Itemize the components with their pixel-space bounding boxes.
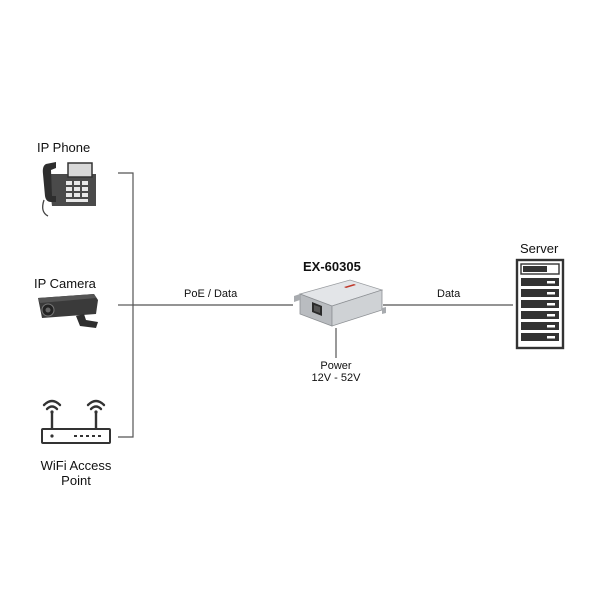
ip-phone-label: IP Phone — [37, 140, 91, 155]
power-label: Power 12V - 52V — [296, 360, 376, 384]
device-label: EX-60305 — [303, 259, 361, 274]
wifi-ap-label-line1: WiFi Access — [40, 458, 112, 473]
server-label: Server — [520, 241, 559, 256]
server-rack-icon — [515, 258, 565, 350]
wifi-ap-label-line2: Point — [61, 473, 91, 488]
power-label-line1: Power — [320, 360, 352, 372]
data-label: Data — [437, 288, 461, 300]
wifi-ap-label: WiFi Access Point — [24, 458, 128, 488]
wifi-router-icon — [41, 399, 111, 444]
power-label-line2: 12V - 52V — [311, 372, 361, 384]
ip-camera-label: IP Camera — [34, 276, 96, 291]
desk-phone-icon — [42, 162, 96, 217]
poe-data-label: PoE / Data — [184, 288, 238, 300]
security-camera-icon — [38, 294, 98, 328]
poe-extender-device-icon — [294, 279, 386, 327]
